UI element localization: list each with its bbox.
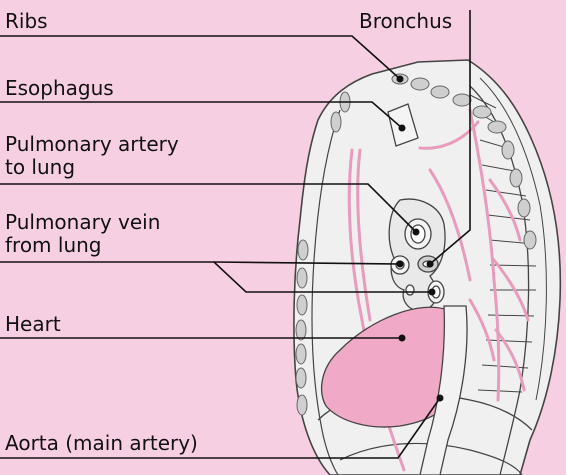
pulmonary-vein-label-line2: from lung (5, 234, 160, 257)
pulmonary-artery-label: Pulmonary artery to lung (5, 133, 179, 179)
aorta-label: Aorta (main artery) (5, 432, 198, 455)
ribs-leader (0, 36, 400, 79)
bronchus-label: Bronchus (359, 10, 452, 33)
esophagus-label: Esophagus (5, 77, 114, 100)
pulmonary-vein-label: Pulmonary vein from lung (5, 211, 160, 257)
pulmonary-vein-label-line1: Pulmonary vein (5, 211, 160, 234)
heart-label: Heart (5, 313, 61, 336)
pulmonary-artery-label-line1: Pulmonary artery (5, 133, 179, 156)
pulmonary-artery-label-line2: to lung (5, 156, 179, 179)
ribs-label: Ribs (5, 10, 48, 33)
